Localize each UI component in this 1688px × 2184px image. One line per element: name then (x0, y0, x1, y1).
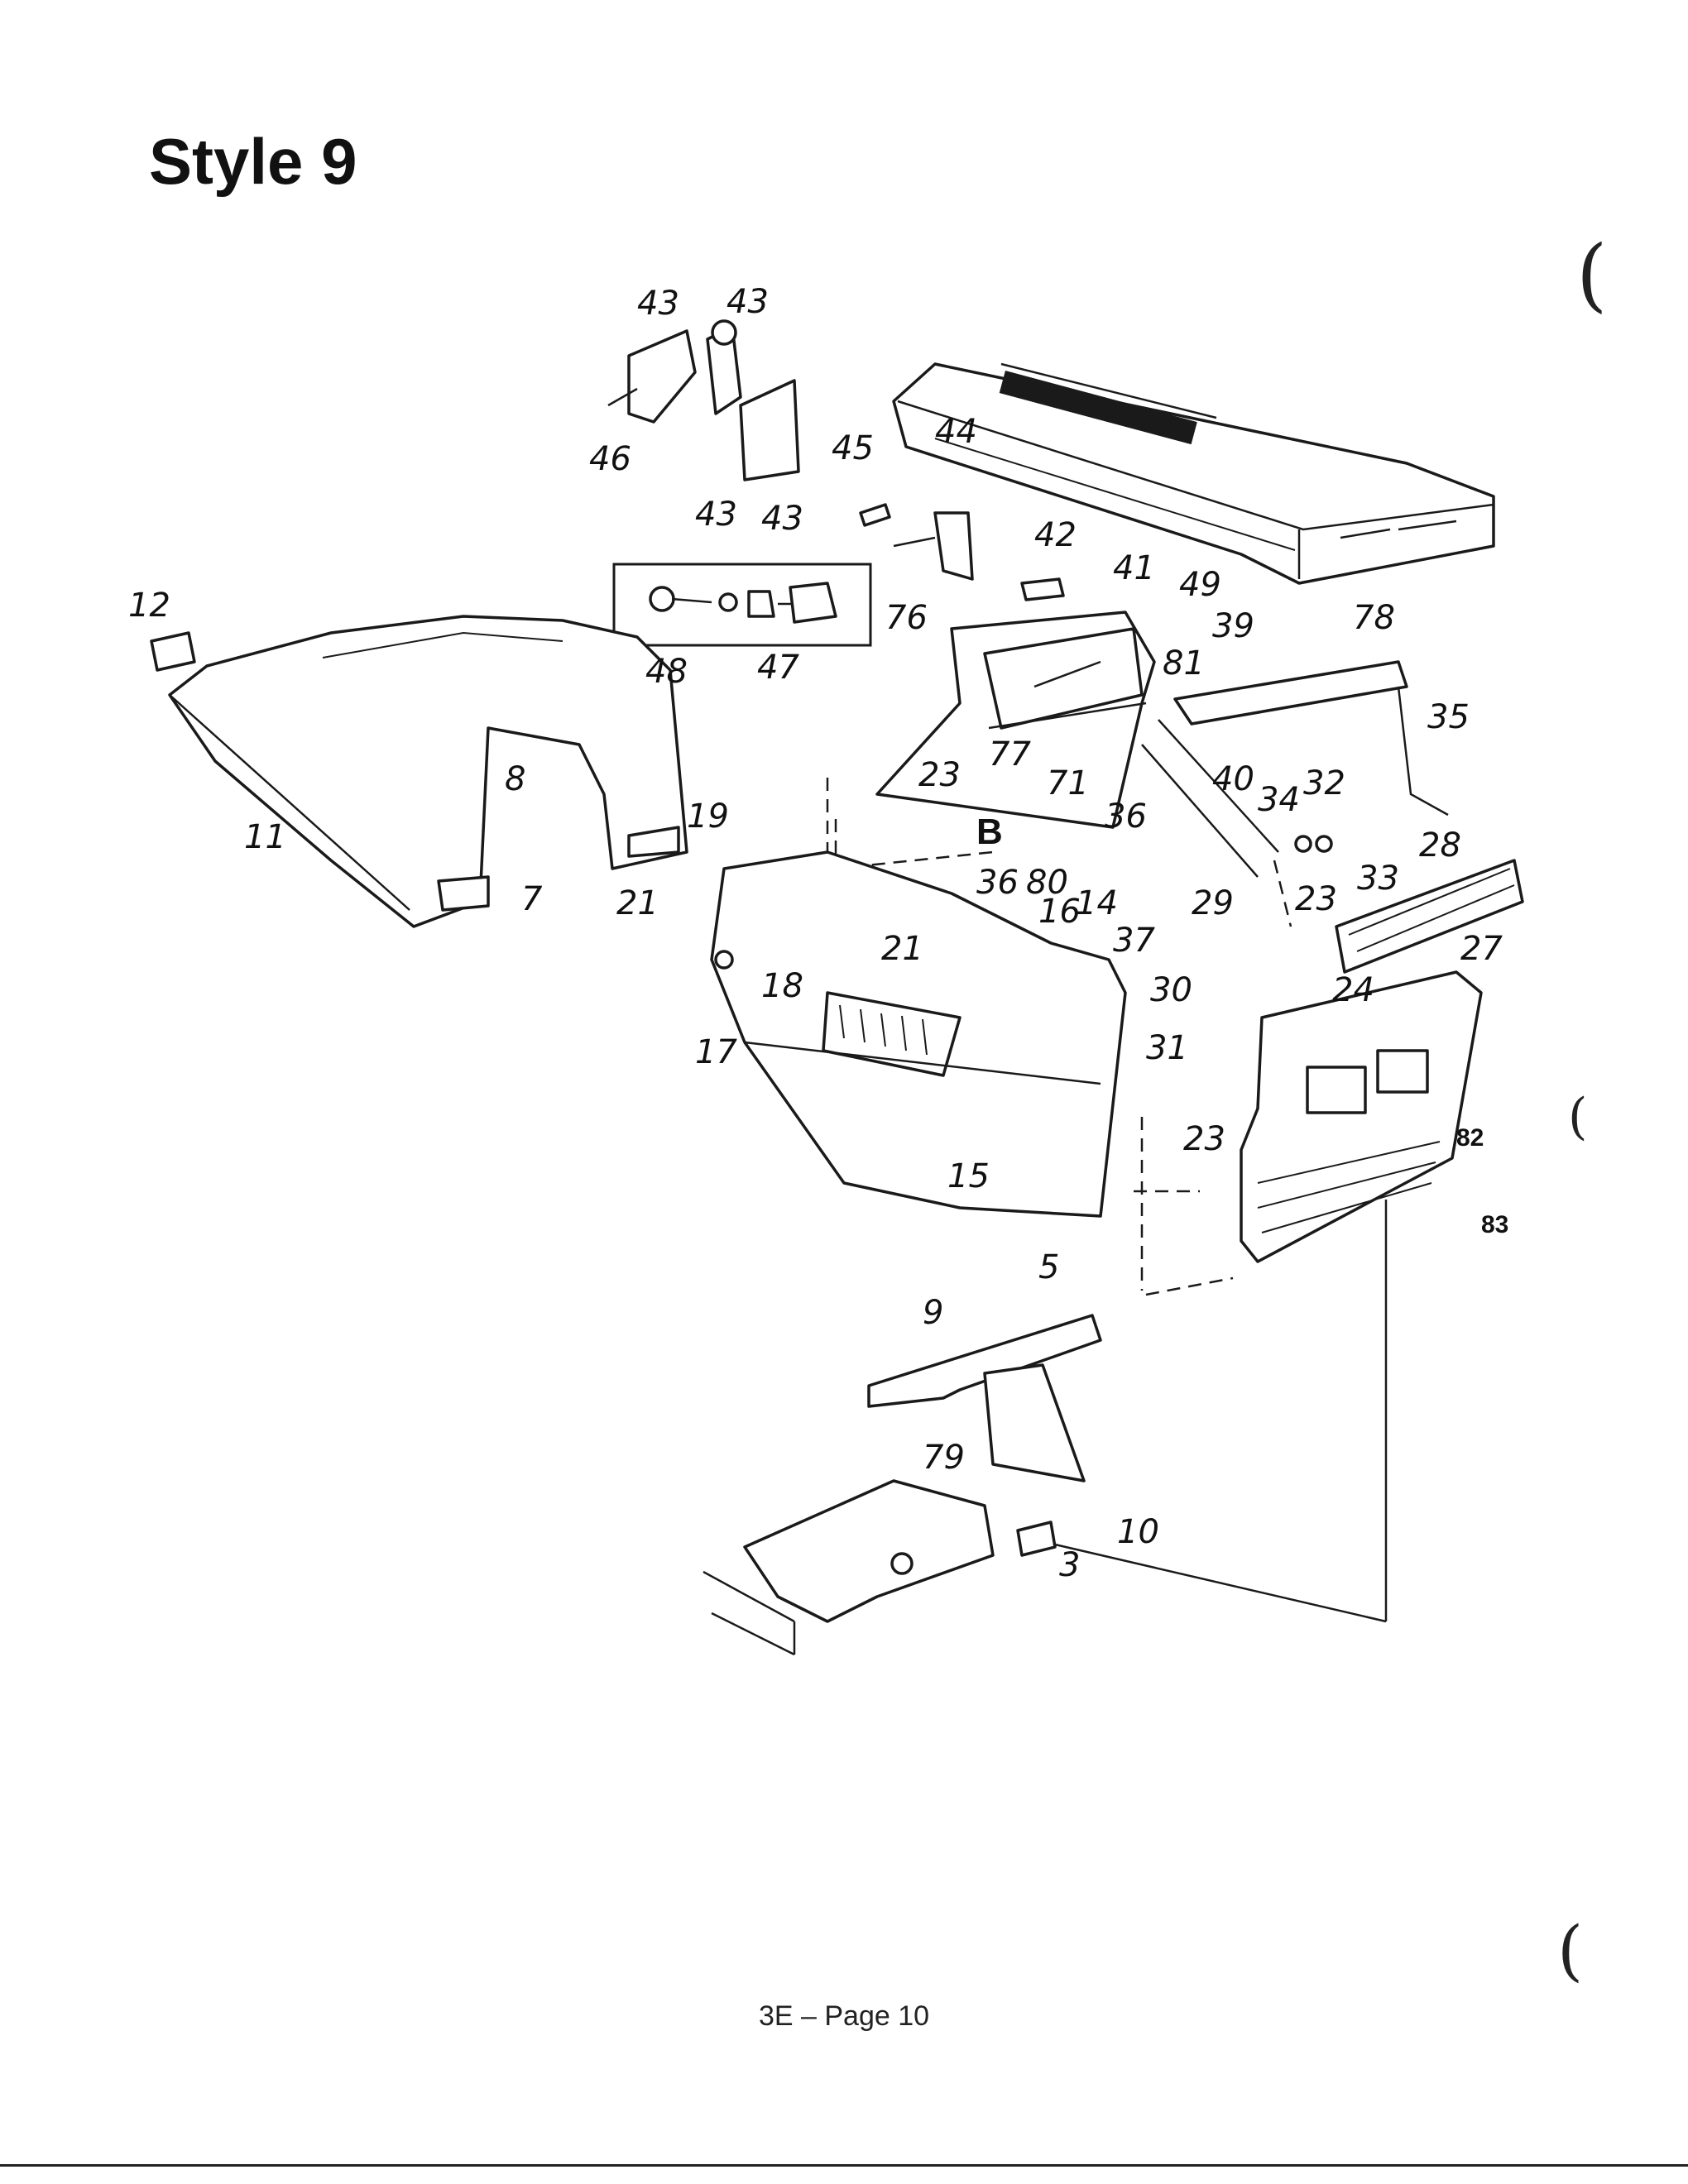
callout-47: 47 (757, 649, 799, 687)
callout-77: 77 (989, 735, 1031, 774)
callout-40: 40 (1212, 760, 1254, 798)
callout-45: 45 (832, 429, 874, 467)
callout-48: 48 (645, 653, 688, 691)
callout-16: 16 (1038, 893, 1081, 931)
callout-76: 76 (885, 599, 928, 637)
callout-34: 34 (1258, 781, 1300, 819)
callout-71: 71 (1047, 764, 1089, 802)
callout-23: 23 (1183, 1120, 1225, 1158)
lower-brackets (867, 1314, 1102, 1482)
callout-41: 41 (1113, 549, 1155, 587)
callout-8: 8 (505, 760, 525, 798)
callout-43: 43 (761, 500, 803, 538)
callout-43: 43 (695, 496, 737, 534)
callout-23: 23 (918, 756, 961, 794)
keyswitch-box (612, 563, 872, 647)
callout-23: 23 (1295, 880, 1337, 918)
callout-27: 27 (1460, 930, 1503, 968)
callout-19: 19 (687, 797, 729, 836)
callout-21: 21 (881, 930, 923, 968)
support-bars (1141, 660, 1449, 878)
callout-83: 83 (1481, 1211, 1508, 1238)
callout-49: 49 (1179, 566, 1221, 604)
hinge-brackets (607, 319, 800, 481)
callout-29: 29 (1192, 884, 1234, 922)
callout-31: 31 (1146, 1029, 1188, 1067)
callout-21: 21 (616, 884, 659, 922)
callout-28: 28 (1419, 826, 1461, 864)
callout-46: 46 (589, 440, 631, 478)
grille-assembly (1240, 859, 1524, 1263)
hood-part (892, 362, 1495, 585)
callout-24: 24 (1332, 971, 1374, 1009)
callout-12: 12 (128, 587, 170, 625)
callout-78: 78 (1353, 599, 1395, 637)
callout-32: 32 (1303, 764, 1345, 802)
small-hardware (859, 503, 1065, 601)
callout-30: 30 (1150, 971, 1192, 1009)
front-side-panel (710, 850, 1127, 1218)
callout-11: 11 (244, 818, 286, 856)
callout-3: 3 (1059, 1546, 1080, 1584)
frame-base (703, 1479, 1057, 1656)
callout-9: 9 (923, 1294, 943, 1332)
callout-82: 82 (1456, 1124, 1484, 1152)
callout-10: 10 (1117, 1513, 1159, 1551)
callout-43: 43 (637, 285, 679, 323)
marker-b: B (976, 812, 1003, 852)
margin-mark: ( (1576, 228, 1607, 321)
callout-37: 37 (1113, 922, 1155, 960)
dash-tower-part (875, 611, 1156, 829)
callout-33: 33 (1357, 860, 1399, 898)
callout-42: 42 (1034, 516, 1077, 554)
callout-labels: 43 43 46 43 43 45 44 42 41 49 48 47 76 7… (128, 283, 1508, 1584)
margin-marks: ( ( ( (1557, 228, 1607, 1989)
margin-mark: ( (1557, 1912, 1583, 1989)
callout-36: 36 (976, 864, 1019, 902)
callout-5: 5 (1038, 1248, 1059, 1286)
page-title: Style 9 (149, 125, 357, 198)
callout-44: 44 (935, 413, 977, 451)
callout-79: 79 (923, 1439, 965, 1477)
callout-39: 39 (1212, 607, 1254, 645)
margin-mark: ( (1568, 1088, 1587, 1146)
callout-43: 43 (727, 283, 769, 321)
callout-81: 81 (1163, 644, 1205, 682)
bottom-rule (0, 2164, 1688, 2167)
callout-35: 35 (1427, 698, 1470, 736)
left-side-panel (150, 615, 688, 928)
callout-17: 17 (695, 1033, 737, 1071)
callout-80: 80 (1026, 864, 1068, 902)
callout-15: 15 (947, 1157, 990, 1195)
callout-18: 18 (761, 967, 803, 1005)
callout-36: 36 (1105, 797, 1147, 836)
page-footer: 3E – Page 10 (758, 2000, 930, 2032)
callout-14: 14 (1076, 884, 1118, 922)
callout-7: 7 (521, 880, 543, 918)
